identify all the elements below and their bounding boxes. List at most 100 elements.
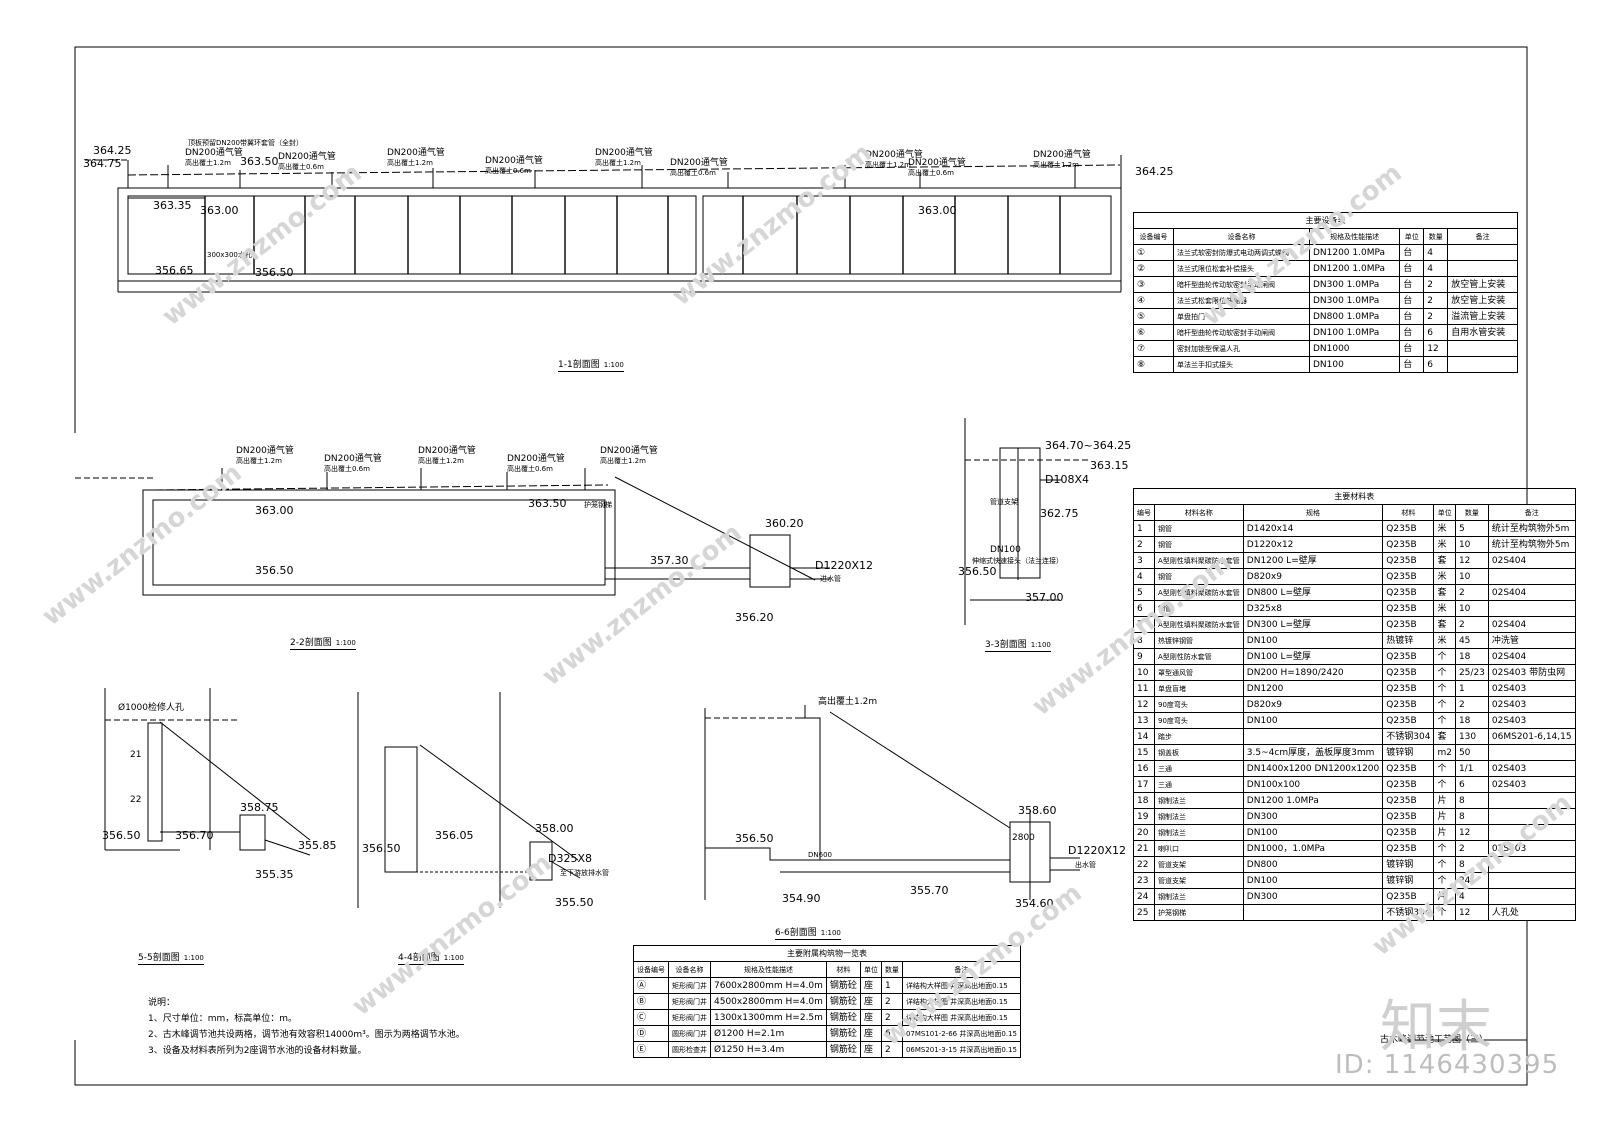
material-table-cell: m2	[1433, 744, 1456, 761]
material-table-cell: 18	[1454, 648, 1489, 665]
material-table-cell: 个	[1433, 664, 1456, 681]
elev-5-5-e: 355.35	[255, 868, 294, 881]
dn-3-3: DN100	[990, 545, 1021, 555]
structure-table-header-cell: 设备编号	[633, 961, 669, 978]
elev-1-1-a: 364.25	[93, 144, 132, 157]
material-table-cell: 片	[1433, 888, 1456, 905]
equipment-table-header-cell: 单位	[1399, 228, 1425, 245]
material-table-cell: A型刚性填料聚碳防水套管	[1154, 616, 1244, 633]
material-table-cell: 90度弯头	[1154, 712, 1244, 729]
vent-label-5: DN200通气管	[595, 148, 653, 158]
equipment-table-cell: 法兰式限位松套补偿接头	[1172, 260, 1310, 277]
material-table-cell: 02S403	[1487, 712, 1576, 729]
material-table-cell: 10	[1454, 568, 1489, 585]
joint-3-3: 伸缩式快速接头（法兰连接）	[972, 557, 1063, 565]
structure-table-cell: 座	[859, 1041, 882, 1058]
equipment-table-cell: ⑧	[1133, 356, 1174, 373]
material-table-cell: 7	[1133, 616, 1155, 633]
vent-2-2-height-2: 高出覆土0.6m	[324, 465, 370, 473]
pipe-4-4-label: D325X8	[548, 852, 592, 865]
elev-4-4-a: 358.00	[535, 822, 574, 835]
material-table-cell: 个	[1433, 760, 1456, 777]
material-table-cell: 21	[1133, 840, 1155, 857]
structure-table-header-cell: 数量	[880, 961, 903, 978]
material-table-cell: 02S403 带防虫网	[1487, 664, 1576, 681]
material-table-cell: Q235B	[1382, 792, 1435, 809]
material-table-header-cell: 备注	[1487, 504, 1576, 521]
pipe-4-4-use: 至下游放排水管	[560, 869, 609, 877]
structure-table-cell: 钢筋砼	[825, 977, 861, 994]
material-table-cell: 统计至构筑物外5m	[1487, 520, 1576, 537]
material-table-cell: 90度弯头	[1154, 696, 1244, 713]
material-table-cell: DN800	[1242, 856, 1384, 873]
material-table-cell: 02S403	[1487, 776, 1576, 793]
material-table-cell: 1	[1133, 520, 1155, 537]
material-table-cell: 镀锌钢	[1382, 856, 1435, 873]
material-table-cell: 套	[1433, 728, 1456, 745]
equipment-table-cell	[1447, 244, 1518, 261]
guard-ladder-label: 护笼钢梯	[584, 501, 612, 509]
elev-2-2-a: 363.00	[255, 504, 294, 517]
structure-table-cell: 圆形检查井	[668, 1041, 711, 1058]
structure-table-cell: 07MS101-2-66 井深高出地面0.15	[901, 1025, 1021, 1042]
material-table-cell: DN100 L=壁厚	[1242, 648, 1384, 665]
equipment-table-cell: 台	[1399, 276, 1425, 293]
vent-height-2: 高出覆土0.6m	[278, 163, 324, 171]
material-table-cell: Q235B	[1382, 616, 1435, 633]
material-table-cell: 个	[1433, 696, 1456, 713]
material-table-cell: DN1000，1.0MPa	[1242, 840, 1384, 857]
section-2-2-outline	[75, 476, 830, 596]
vent-height-6: 高出覆土0.6m	[670, 169, 716, 177]
elev-2-2-b: 363.50	[528, 497, 567, 510]
equipment-table-cell: 单盘拍门	[1172, 308, 1310, 325]
vent-2-2-label-4: DN200通气管	[507, 454, 565, 464]
material-table-header-cell: 材料	[1382, 504, 1435, 521]
vent-height-3: 高出覆土1.2m	[387, 159, 433, 167]
material-table-cell: DN200 H=1890/2420	[1242, 664, 1384, 681]
section-1-1-columns	[128, 196, 1061, 274]
equipment-table-cell: ⑦	[1133, 340, 1174, 357]
material-table-cell	[1487, 808, 1576, 825]
elev-2-2-e: 357.30	[650, 554, 689, 567]
section-4-4-outline	[357, 692, 581, 908]
material-table-cell: 24	[1133, 888, 1155, 905]
equipment-table-cell: DN100	[1308, 356, 1401, 373]
structure-table-cell: 详结构大样图 井深高出地面0.15	[901, 1009, 1021, 1026]
material-table-cell: Q235B	[1382, 760, 1435, 777]
structure-table-cell: 钢筋砼	[825, 1009, 861, 1026]
equipment-table-cell: DN300 1.0MPa	[1308, 276, 1401, 293]
material-table-cell: 踏步	[1154, 728, 1244, 745]
support-3-3: 管道支架	[990, 498, 1018, 506]
material-table-cell: 米	[1433, 536, 1456, 553]
elev-2-2-f: 356.20	[735, 611, 774, 624]
structure-table-cell: 钢筋砼	[825, 1041, 861, 1058]
material-table-cell: 25/23	[1454, 664, 1489, 681]
tube-6-6-label: DN600	[808, 851, 832, 859]
material-table-cell: 单盘盲堵	[1154, 680, 1244, 697]
material-table-cell: 8	[1454, 856, 1489, 873]
equipment-table-cell: 6	[1423, 324, 1449, 341]
material-table-cell: 25	[1133, 904, 1155, 921]
equipment-table-cell: DN100 1.0MPa	[1308, 324, 1401, 341]
material-table-cell: 23	[1133, 872, 1155, 889]
elev-3-3-d: 356.50	[958, 565, 997, 578]
material-table-cell: 个	[1433, 680, 1456, 697]
structure-table-cell: Ⓓ	[633, 1025, 669, 1042]
material-table-cell: 3	[1133, 552, 1155, 569]
material-table-cell: 45	[1454, 632, 1489, 649]
equipment-table-cell: DN1200 1.0MPa	[1308, 244, 1401, 261]
material-table-cell: DN100	[1242, 824, 1384, 841]
